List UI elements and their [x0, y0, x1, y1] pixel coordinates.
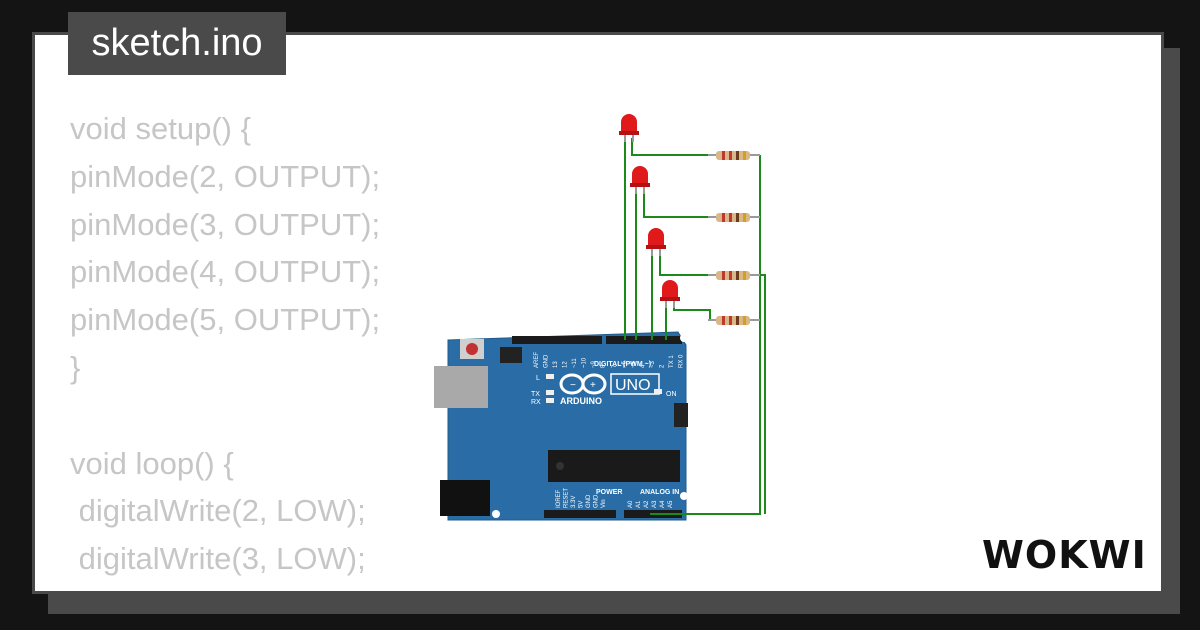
pin-label: A3: [652, 500, 658, 508]
resistor: [708, 151, 760, 160]
svg-text:−: −: [570, 380, 576, 391]
model-label: UNO: [615, 377, 651, 394]
resistor: [708, 213, 760, 222]
resistors: [708, 151, 760, 325]
led-red-3: [646, 228, 666, 256]
code-line: pinMode(2, OUTPUT);: [70, 158, 381, 194]
brand-label: ARDUINO: [560, 396, 602, 406]
pin-label: GND: [594, 494, 600, 508]
pin-label: A5: [668, 500, 674, 508]
arduino-logo: − +: [559, 373, 607, 395]
microcontroller-chip: [548, 450, 680, 482]
pin-label: A4: [660, 500, 666, 508]
code-line: pinMode(4, OUTPUT);: [70, 254, 381, 290]
power-header: [544, 510, 616, 518]
pin-label: RX 0: [679, 354, 685, 368]
pin-label: 7: [612, 364, 618, 368]
code-line: }: [70, 349, 81, 385]
icsp-header: [500, 347, 688, 427]
digital-header-label: DIGITAL (PWM ~): [594, 361, 651, 368]
pin-label: 13: [553, 361, 559, 368]
usb-connector: [434, 366, 488, 408]
pin-label: GND: [544, 354, 550, 368]
pin-label: IOREF: [556, 489, 562, 508]
pin-label: ~6: [622, 360, 628, 368]
pin-label: 8: [601, 364, 607, 368]
pin-label: 4: [641, 364, 647, 368]
code-line: digitalWrite(3, LOW);: [70, 541, 366, 577]
code-line: digitalWrite(4, LOW);: [70, 583, 380, 591]
code-preview: void setup() { pinMode(2, OUTPUT); pinMode…: [70, 105, 381, 591]
code-line: [70, 392, 380, 440]
svg-text:+: +: [590, 380, 596, 391]
led-red-1: [619, 114, 639, 142]
pin-label: RESET: [564, 488, 570, 508]
pin-label: A1: [636, 500, 642, 508]
tx-label: TX: [531, 391, 540, 398]
pin-label: ~3: [650, 360, 656, 368]
pin-label: A2: [644, 500, 650, 508]
pin-label: AREF: [534, 352, 540, 368]
pin-label: 12: [563, 361, 569, 368]
led-red-4: [660, 280, 680, 308]
digital-header-right: [606, 336, 682, 344]
pin-label: ~11: [572, 358, 578, 368]
logo-text: WOKWI: [982, 533, 1147, 577]
code-line: digitalWrite(2, LOW);: [70, 493, 366, 529]
pin-label: Vin: [601, 499, 607, 508]
power-jack: [440, 480, 490, 516]
on-label: ON: [666, 391, 677, 398]
rx-label: RX: [531, 399, 541, 406]
code-line: void loop() {: [70, 445, 234, 481]
pin-label: TX 1: [669, 355, 675, 368]
resistor: [708, 271, 760, 280]
pin-label: ~9: [591, 360, 597, 368]
pin-label: A0: [628, 500, 634, 508]
pin-label: 2: [660, 364, 666, 368]
wokwi-logo[interactable]: WOKWI: [980, 532, 1150, 578]
pin-label: 3.3V: [571, 496, 577, 508]
pin-label: ~10: [582, 357, 588, 368]
project-card[interactable]: void setup() { pinMode(2, OUTPUT); pinMode…: [32, 32, 1164, 594]
digital-header-left: [512, 336, 602, 344]
led-l-label: L: [536, 375, 540, 382]
pin-label: 5V: [579, 501, 585, 508]
power-label: POWER: [596, 489, 622, 496]
resistor: [708, 316, 760, 325]
code-line: pinMode(5, OUTPUT);: [70, 302, 381, 338]
file-tab[interactable]: sketch.ino: [68, 12, 286, 75]
pin-label: ~5: [631, 360, 637, 368]
analog-label: ANALOG IN: [640, 489, 679, 496]
leds: [619, 114, 680, 308]
pin-label: GND: [586, 494, 592, 508]
led-red-2: [630, 166, 650, 194]
code-line: pinMode(3, OUTPUT);: [70, 206, 381, 242]
code-line: void setup() {: [70, 111, 251, 146]
